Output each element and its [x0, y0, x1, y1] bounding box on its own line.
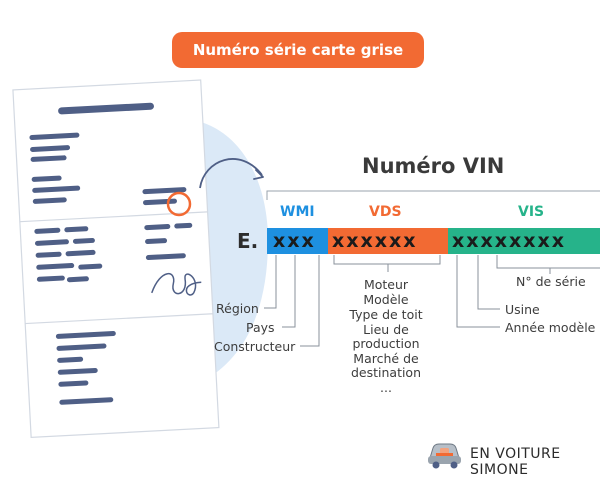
vds-label-market: Marché de destination: [350, 351, 422, 380]
vis-label: VIS: [518, 204, 545, 220]
vds-label: VDS: [369, 204, 402, 220]
connector-lines: [264, 255, 600, 347]
wmi-label-manufacturer: Constructeur: [214, 339, 296, 354]
vis-label-serial: N° de série: [516, 274, 586, 289]
vds-label-list: Moteur Modèle Type de toit Lieu de produ…: [336, 278, 436, 396]
header-badge: Numéro série carte grise: [172, 32, 424, 68]
arrow-head-icon: [253, 169, 264, 180]
brand-name: EN VOITURE SIMONE: [470, 446, 561, 478]
wmi-label-country: Pays: [246, 320, 275, 335]
wmi-segment: xxx: [267, 228, 334, 254]
vds-label-model: Modèle: [363, 292, 409, 307]
vis-label-year: Année modèle: [505, 320, 596, 335]
car-logo-icon: [428, 443, 461, 469]
vds-segment: xxxxxx: [328, 228, 452, 254]
vin-prefix: E.: [237, 229, 259, 253]
wmi-label: WMI: [280, 204, 315, 220]
wmi-label-region: Région: [216, 301, 259, 316]
registration-document: [12, 79, 220, 439]
vin-bracket: [266, 190, 600, 200]
vds-label-production: Lieu de production: [352, 322, 420, 351]
vds-label-roof: Type de toit: [349, 307, 423, 322]
vds-label-engine: Moteur: [363, 277, 409, 292]
vin-title: Numéro VIN: [362, 154, 505, 178]
vds-label-more: ...: [380, 380, 392, 395]
highlight-circle: [166, 191, 192, 217]
curved-arrow: [199, 158, 263, 189]
signature-scribble: [151, 273, 202, 296]
vis-label-plant: Usine: [505, 302, 540, 317]
vis-segment: xxxxxxxx: [448, 228, 600, 254]
